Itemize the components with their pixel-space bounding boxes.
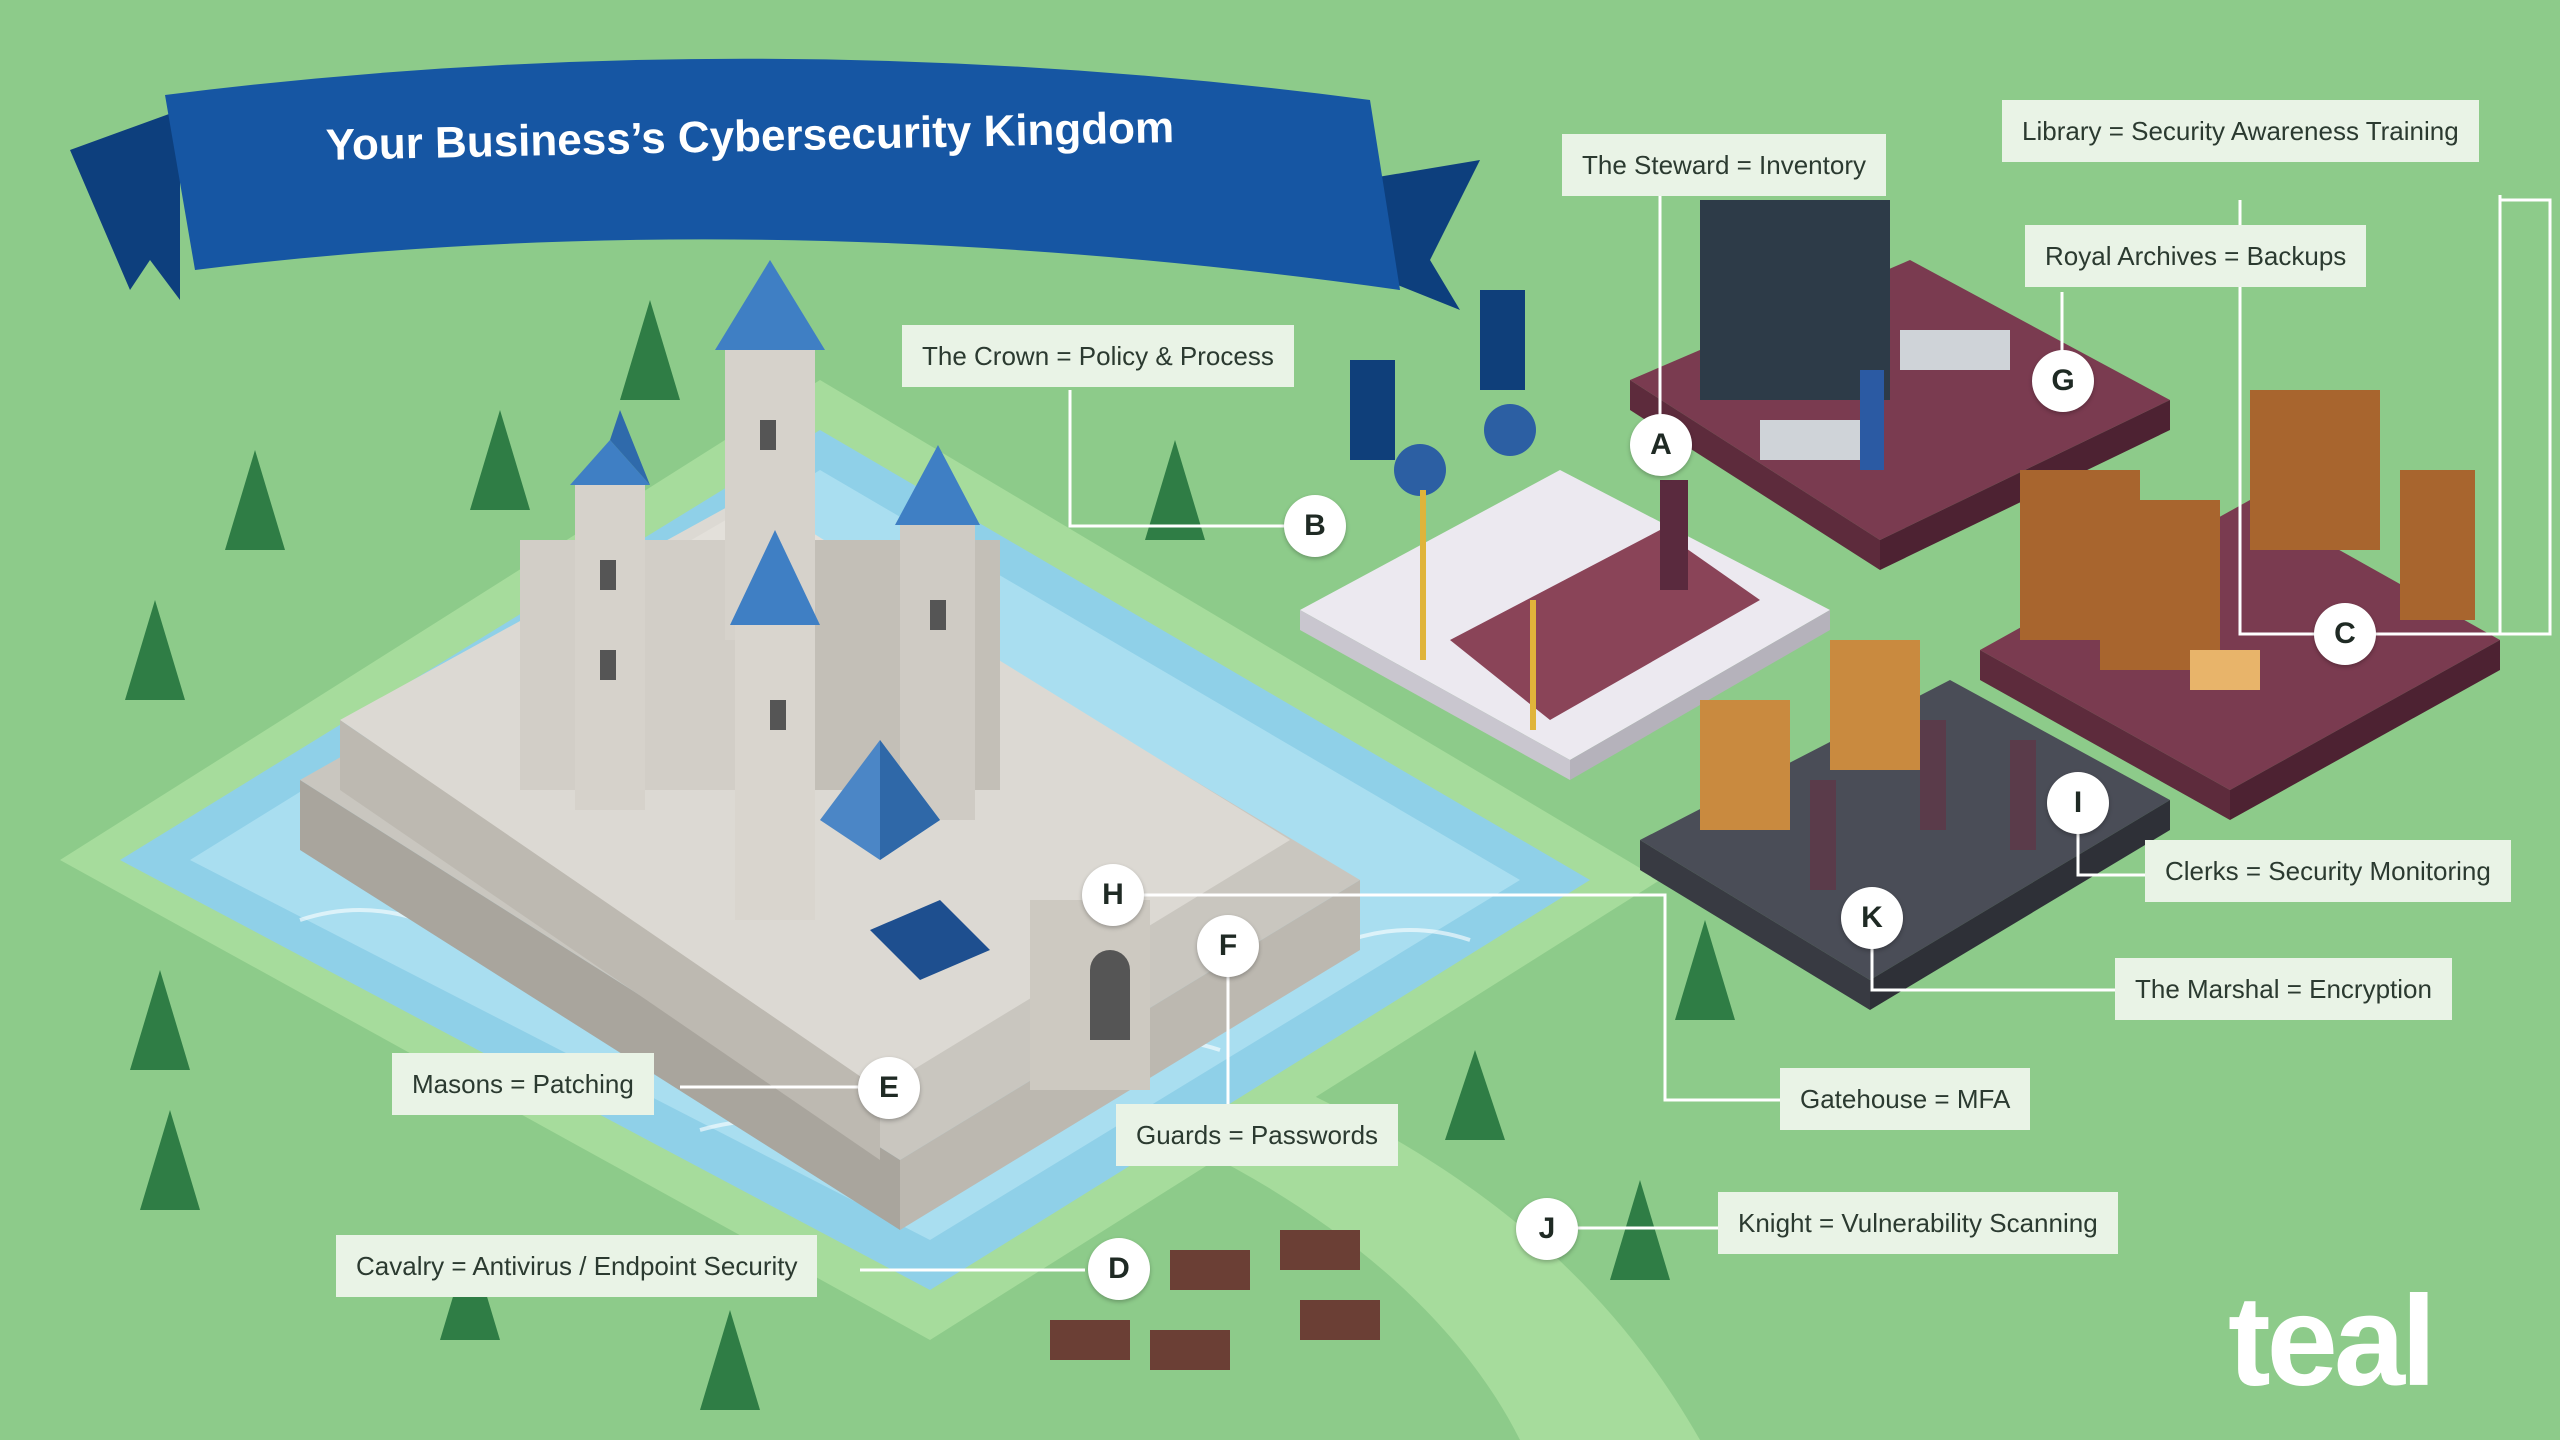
marker-b: B <box>1284 495 1346 557</box>
label-steward-inventory: The Steward = Inventory <box>1562 134 1886 196</box>
title-banner <box>70 58 1480 310</box>
marker-c: C <box>2314 603 2376 665</box>
armory <box>1640 640 2170 1010</box>
teal-logo: teal <box>2228 1270 2437 1413</box>
library <box>1980 390 2500 820</box>
label-cavalry-antivirus: Cavalry = Antivirus / Endpoint Security <box>336 1235 818 1297</box>
castle <box>300 260 1360 1230</box>
marker-i: I <box>2047 772 2109 834</box>
label-marshal-encryption: The Marshal = Encryption <box>2115 958 2452 1020</box>
marker-h: H <box>1082 864 1144 926</box>
horses <box>1050 1230 1380 1370</box>
throne-room <box>1300 290 1830 780</box>
royal-archives <box>1630 200 2170 570</box>
trees <box>125 300 1735 1410</box>
label-library-training: Library = Security Awareness Training <box>2002 100 2479 162</box>
marker-k: K <box>1841 887 1903 949</box>
label-knight-scanning: Knight = Vulnerability Scanning <box>1718 1192 2118 1254</box>
marker-g: G <box>2032 350 2094 412</box>
label-clerks-monitoring: Clerks = Security Monitoring <box>2145 840 2511 902</box>
label-masons-patching: Masons = Patching <box>392 1053 654 1115</box>
marker-d: D <box>1088 1238 1150 1300</box>
label-archives-backups: Royal Archives = Backups <box>2025 225 2367 287</box>
marker-f: F <box>1197 915 1259 977</box>
leader-lines <box>680 195 2552 1272</box>
marker-a: A <box>1630 414 1692 476</box>
label-gatehouse-mfa: Gatehouse = MFA <box>1780 1068 2031 1130</box>
marker-j: J <box>1516 1198 1578 1260</box>
label-crown-policy: The Crown = Policy & Process <box>902 325 1294 387</box>
marker-e: E <box>858 1057 920 1119</box>
label-guards-passwords: Guards = Passwords <box>1116 1104 1399 1166</box>
